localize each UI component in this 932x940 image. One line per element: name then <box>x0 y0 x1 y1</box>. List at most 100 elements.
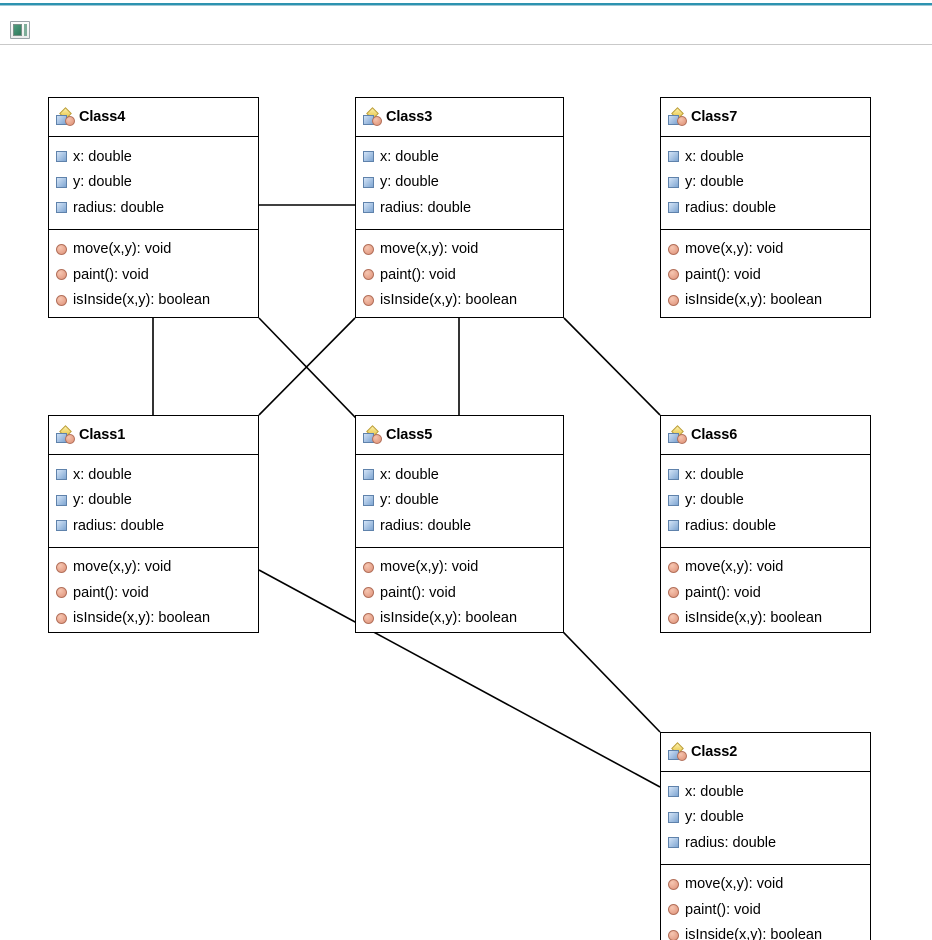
uml-attribute-row[interactable]: x: double <box>668 144 864 170</box>
uml-method-row[interactable]: isInside(x,y): boolean <box>668 288 864 314</box>
uml-method-row[interactable]: move(x,y): void <box>56 237 252 263</box>
attribute-blue-square-icon <box>56 469 67 481</box>
uml-method-row[interactable]: move(x,y): void <box>363 237 557 263</box>
uml-method-row[interactable]: paint(): void <box>668 897 864 923</box>
attribute-blue-square-icon <box>56 520 67 532</box>
uml-method-row[interactable]: move(x,y): void <box>668 872 864 898</box>
uml-class-name: Class4 <box>79 109 126 125</box>
uml-method-row[interactable]: move(x,y): void <box>668 237 864 263</box>
uml-class-header: Class7 <box>661 98 870 137</box>
uml-method-row[interactable]: isInside(x,y): boolean <box>56 288 252 314</box>
uml-method-label: isInside(x,y): boolean <box>685 292 823 308</box>
uml-attribute-label: y: double <box>73 174 132 190</box>
attribute-blue-square-icon <box>668 176 679 188</box>
attribute-blue-square-icon <box>668 494 679 506</box>
uml-method-label: move(x,y): void <box>685 241 784 257</box>
uml-methods-compartment: move(x,y): void paint(): void isInside(x,y… <box>661 228 870 318</box>
uml-attribute-row[interactable]: y: double <box>363 488 557 514</box>
class-icon <box>363 106 382 126</box>
edge-class3-class1[interactable] <box>258 317 356 416</box>
uml-method-row[interactable]: paint(): void <box>56 580 252 606</box>
uml-attribute-row[interactable]: x: double <box>363 462 557 488</box>
uml-attribute-row[interactable]: radius: double <box>668 195 864 221</box>
attribute-blue-square-icon <box>668 786 679 798</box>
uml-method-label: paint(): void <box>685 584 761 601</box>
uml-attribute-row[interactable]: y: double <box>668 805 864 831</box>
uml-attribute-row[interactable]: radius: double <box>56 195 252 221</box>
uml-attribute-row[interactable]: radius: double <box>668 513 864 539</box>
uml-attribute-row[interactable]: radius: double <box>363 195 557 221</box>
uml-method-row[interactable]: isInside(x,y): boolean <box>668 606 864 632</box>
uml-method-label: move(x,y): void <box>73 559 172 575</box>
method-orange-circle-icon <box>668 561 679 573</box>
uml-method-label: isInside(x,y): boolean <box>73 610 211 626</box>
attribute-blue-square-icon <box>668 151 679 163</box>
uml-attribute-row[interactable]: x: double <box>363 144 557 170</box>
uml-method-label: isInside(x,y): boolean <box>73 292 211 308</box>
uml-attribute-row[interactable]: y: double <box>668 170 864 196</box>
uml-method-row[interactable]: move(x,y): void <box>363 555 557 581</box>
uml-class-header: Class5 <box>356 416 563 455</box>
uml-class-class4[interactable]: Class4 x: double y: double radius: double mo… <box>48 97 259 318</box>
class-icon <box>56 424 75 444</box>
uml-attribute-row[interactable]: y: double <box>56 488 252 514</box>
uml-attribute-row[interactable]: y: double <box>56 170 252 196</box>
uml-method-row[interactable]: paint(): void <box>363 262 557 288</box>
attribute-blue-square-icon <box>363 202 374 214</box>
uml-class-header: Class1 <box>49 416 258 455</box>
uml-attribute-label: x: double <box>380 148 439 165</box>
uml-methods-compartment: move(x,y): void paint(): void isInside(x,y… <box>49 228 258 318</box>
uml-method-row[interactable]: paint(): void <box>668 262 864 288</box>
attribute-blue-square-icon <box>363 494 374 506</box>
attribute-blue-square-icon <box>363 151 374 163</box>
uml-methods-compartment: move(x,y): void paint(): void isInside(x,y… <box>661 546 870 633</box>
uml-attribute-row[interactable]: x: double <box>668 462 864 488</box>
uml-method-row[interactable]: isInside(x,y): boolean <box>363 606 557 632</box>
show-diagram-view-button[interactable] <box>10 21 30 39</box>
uml-attribute-row[interactable]: x: double <box>56 144 252 170</box>
uml-attribute-row[interactable]: x: double <box>56 462 252 488</box>
uml-attribute-row[interactable]: x: double <box>668 779 864 805</box>
uml-attribute-label: y: double <box>73 492 132 508</box>
method-orange-circle-icon <box>363 587 374 599</box>
method-orange-circle-icon <box>363 561 374 573</box>
uml-method-row[interactable]: move(x,y): void <box>668 555 864 581</box>
uml-attribute-row[interactable]: radius: double <box>668 830 864 856</box>
uml-method-row[interactable]: paint(): void <box>668 580 864 606</box>
attribute-blue-square-icon <box>56 176 67 188</box>
uml-method-label: move(x,y): void <box>685 559 784 575</box>
uml-attribute-label: x: double <box>73 148 132 165</box>
uml-attribute-row[interactable]: y: double <box>363 170 557 196</box>
window-accent-bar-soft <box>0 5 932 6</box>
uml-attribute-row[interactable]: radius: double <box>363 513 557 539</box>
uml-method-row[interactable]: isInside(x,y): boolean <box>363 288 557 314</box>
toolbar <box>0 6 932 44</box>
diagram-pane-icon <box>13 24 22 36</box>
uml-class-class1[interactable]: Class1 x: double y: double radius: double mo… <box>48 415 259 633</box>
method-orange-circle-icon <box>363 269 374 281</box>
method-orange-circle-icon <box>668 294 679 306</box>
uml-attribute-row[interactable]: radius: double <box>56 513 252 539</box>
uml-method-row[interactable]: paint(): void <box>56 262 252 288</box>
method-orange-circle-icon <box>56 269 67 281</box>
uml-method-row[interactable]: paint(): void <box>363 580 557 606</box>
uml-attribute-row[interactable]: y: double <box>668 488 864 514</box>
uml-method-label: paint(): void <box>73 266 149 283</box>
uml-method-row[interactable]: isInside(x,y): boolean <box>668 923 864 940</box>
uml-attribute-label: radius: double <box>73 199 165 216</box>
uml-class-name: Class1 <box>79 427 126 443</box>
edge-class3-class6[interactable] <box>563 317 661 416</box>
uml-method-row[interactable]: isInside(x,y): boolean <box>56 606 252 632</box>
uml-method-label: move(x,y): void <box>380 241 479 257</box>
uml-method-row[interactable]: move(x,y): void <box>56 555 252 581</box>
uml-class-header: Class6 <box>661 416 870 455</box>
